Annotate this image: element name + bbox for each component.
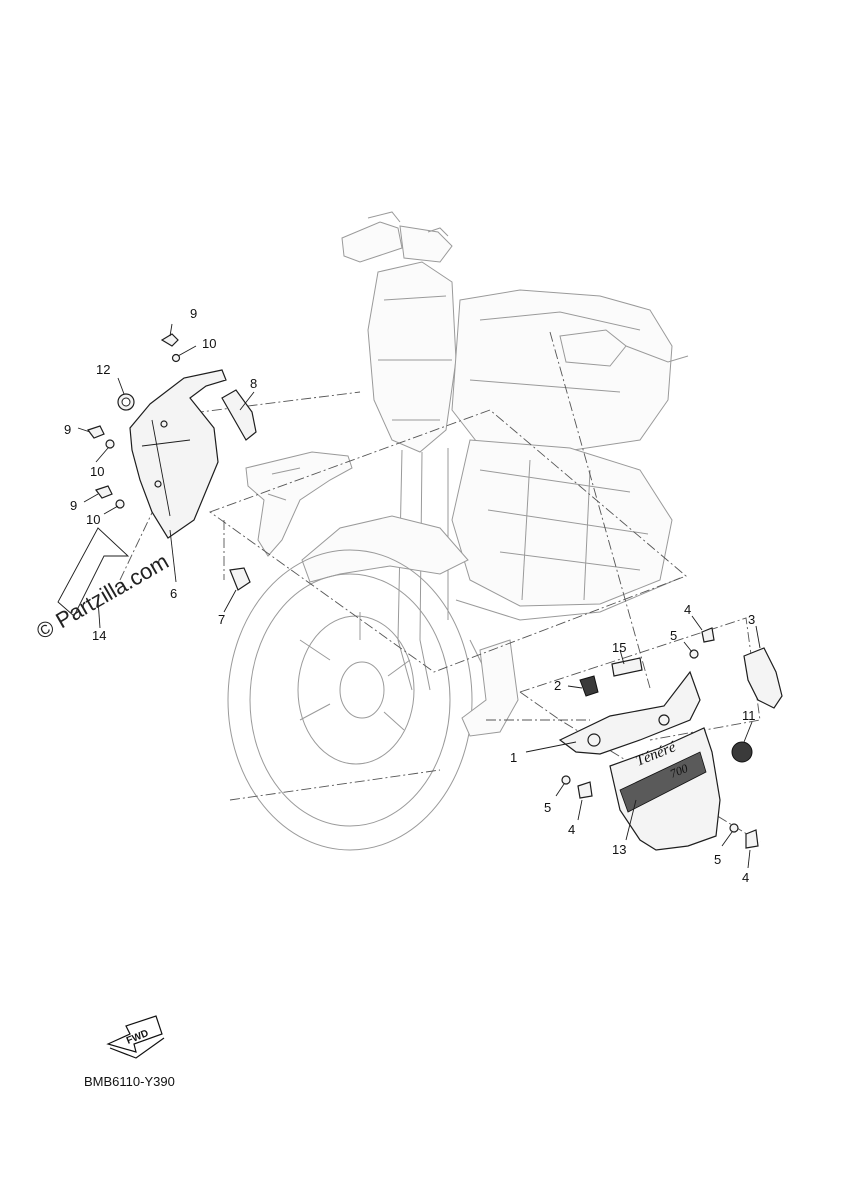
callout-5-lower: 5 (714, 852, 721, 867)
callout-labels: 9 10 12 8 9 10 9 10 6 7 14 4 5 3 15 2 11… (64, 306, 756, 885)
callout-10-lower: 10 (86, 512, 100, 527)
part-8-bracket (221, 389, 257, 441)
part-14-arrow (57, 527, 130, 617)
callout-4-middle: 4 (568, 822, 575, 837)
part-6-side-cover-left (129, 369, 227, 539)
callout-3: 3 (748, 612, 755, 627)
callout-13: 13 (612, 842, 626, 857)
callout-15: 15 (612, 640, 626, 655)
part-3-cover (743, 647, 783, 709)
part-1-side-cover-right (558, 670, 701, 755)
callout-4-top: 4 (684, 602, 691, 617)
callout-9-top: 9 (190, 306, 197, 321)
callout-6: 6 (170, 586, 177, 601)
callout-8: 8 (250, 376, 257, 391)
callout-7: 7 (218, 612, 225, 627)
callout-2: 2 (554, 678, 561, 693)
callout-9-middle: 9 (64, 422, 71, 437)
diagram-code: BMB6110-Y390 (84, 1074, 175, 1089)
callout-9-lower: 9 (70, 498, 77, 513)
callout-14: 14 (92, 628, 106, 643)
part-7-clip (229, 567, 251, 591)
decal-text-model: 700 (668, 761, 690, 781)
part-2-fastener (579, 675, 599, 697)
callout-12: 12 (96, 362, 110, 377)
fwd-arrow: FWD (106, 1015, 165, 1059)
callout-5-middle: 5 (544, 800, 551, 815)
callout-1: 1 (510, 750, 517, 765)
leader-lines (77, 323, 761, 869)
part-11-emblem (731, 741, 753, 763)
callout-10-middle: 10 (90, 464, 104, 479)
part-13-side-panel-right (609, 727, 721, 851)
callout-10-top: 10 (202, 336, 216, 351)
callout-5-top: 5 (670, 628, 677, 643)
part-15-label (611, 657, 643, 677)
bolts-left (87, 333, 181, 509)
callout-11: 11 (742, 708, 756, 723)
part-12-grommet (117, 393, 135, 411)
bolts-right (561, 627, 759, 849)
motorcycle-outline (227, 211, 689, 851)
callout-4-lower: 4 (742, 870, 749, 885)
